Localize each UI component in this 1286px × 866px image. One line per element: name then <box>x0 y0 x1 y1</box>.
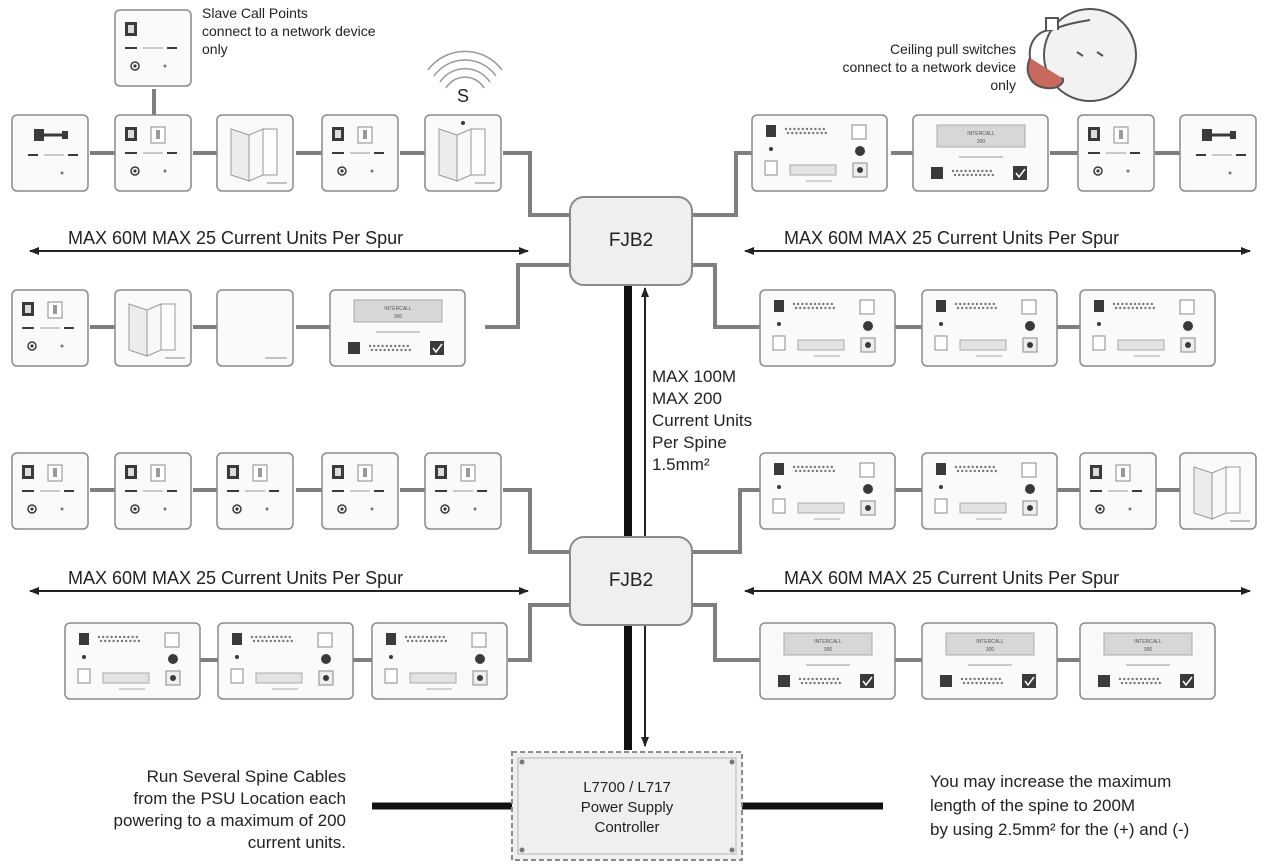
junction-box-label-upper: FJB2 <box>608 230 654 251</box>
display-console-unit: INTERCALL 300 <box>759 622 896 700</box>
cable-spur-low-right <box>692 488 760 554</box>
wireless-signal-icon <box>427 50 503 89</box>
svg-text:300: 300 <box>1144 647 1153 653</box>
spine-limit-line-1: MAX 100M <box>652 367 737 386</box>
spine-limit-line-4: Per Spine <box>652 433 727 452</box>
call-point-unit <box>1079 452 1157 530</box>
overdoor-light-unit <box>216 114 294 192</box>
call-point-unit <box>321 114 399 192</box>
spine-limit-line-5: 1.5mm² <box>652 455 710 474</box>
display-console-unit: INTERCALL 300 <box>1079 622 1216 700</box>
left-note-line-4: current units. <box>247 833 346 852</box>
ceiling-pull-switch-icon <box>1026 8 1137 102</box>
spur-limit-label-top-left: MAX 60M MAX 25 Current Units Per Spur <box>68 228 404 248</box>
wireless-overdoor-light-unit <box>424 114 502 192</box>
junction-box-lower <box>569 536 693 626</box>
slave-call-points-note: Slave Call Points connect to a network d… <box>202 4 376 58</box>
spine-limit-label: MAX 100M MAX 200 Current Units Per Spine… <box>652 366 752 476</box>
pull-cord-unit <box>11 114 89 192</box>
slave-call-point-unit <box>114 9 192 87</box>
spine-cables <box>372 285 883 810</box>
cable-spur-top-right <box>692 151 752 217</box>
overdoor-light-unit <box>114 289 192 367</box>
ceiling-note-line-2: connect to a network device <box>842 59 1016 75</box>
spur-limit-label-bottom-right: MAX 60M MAX 25 Current Units Per Spur <box>784 568 1120 588</box>
power-supply-box <box>511 751 743 861</box>
svg-text:300: 300 <box>824 647 833 653</box>
right-note-line-3: by using 2.5mm² for the (+) and (-) <box>930 820 1190 839</box>
call-point-unit <box>114 452 192 530</box>
wireless-mark: S <box>457 86 470 106</box>
call-point-unit <box>424 452 502 530</box>
psu-line-2: Power Supply <box>580 799 674 816</box>
bed-unit-unit <box>217 622 354 700</box>
bed-unit-unit <box>751 114 888 192</box>
staff-console-unit: INTERCALL 300 <box>329 289 466 367</box>
left-note-line-1: Run Several Spine Cables <box>146 767 346 786</box>
slave-note-line-3: only <box>202 41 228 57</box>
left-spine-note: Run Several Spine Cables from the PSU Lo… <box>114 766 346 854</box>
blank-plate-unit <box>216 289 294 367</box>
bed-unit-unit <box>759 452 896 530</box>
svg-text:300: 300 <box>986 647 995 653</box>
overdoor-light-unit <box>1179 452 1257 530</box>
left-note-line-2: from the PSU Location each <box>133 789 346 808</box>
cables <box>90 89 1180 662</box>
left-note-line-3: powering to a maximum of 200 <box>113 811 346 830</box>
junction-box-label-lower: FJB2 <box>608 570 654 591</box>
svg-text:INTERCALL: INTERCALL <box>1134 639 1162 645</box>
spur-limit-label-top-right: MAX 60M MAX 25 Current Units Per Spur <box>784 228 1120 248</box>
bed-unit-unit <box>921 452 1058 530</box>
svg-text:INTERCALL: INTERCALL <box>814 639 842 645</box>
call-point-unit <box>321 452 399 530</box>
junction-box-upper <box>569 196 693 286</box>
right-note-line-2: length of the spine to 200M <box>930 796 1136 815</box>
cable-spur-mid-right <box>692 263 760 329</box>
svg-text:INTERCALL: INTERCALL <box>976 639 1004 645</box>
svg-text:300: 300 <box>394 314 403 320</box>
ceiling-note-line-3: only <box>990 77 1016 93</box>
slave-note-line-2: connect to a network device <box>202 23 376 39</box>
bed-unit-unit <box>921 289 1058 367</box>
svg-text:300: 300 <box>977 139 986 145</box>
psu-line-3: Controller <box>594 819 660 836</box>
spur-limit-label-bottom-left: MAX 60M MAX 25 Current Units Per Spur <box>68 568 404 588</box>
call-point-unit <box>11 289 89 367</box>
devices: INTERCALL300INTERCALL300INTERCALL300INTE… <box>11 9 1257 700</box>
pull-cord-unit <box>1179 114 1257 192</box>
bed-unit-unit <box>371 622 508 700</box>
bed-unit-unit <box>64 622 201 700</box>
call-point-unit <box>216 452 294 530</box>
display-console-unit: INTERCALL 300 <box>921 622 1058 700</box>
ceiling-pull-note: Ceiling pull switches connect to a netwo… <box>842 40 1016 94</box>
right-note-line-1: You may increase the maximum <box>930 772 1172 791</box>
cable-spur-bottom-right <box>692 603 760 662</box>
bed-unit-unit <box>1079 289 1216 367</box>
svg-text:INTERCALL: INTERCALL <box>967 131 995 137</box>
spine-limit-line-3: Current Units <box>652 411 753 430</box>
psu-line-1: L7700 / L717 <box>583 779 671 796</box>
bed-unit-unit <box>759 289 896 367</box>
svg-text:INTERCALL: INTERCALL <box>384 306 412 312</box>
call-point-unit <box>1077 114 1155 192</box>
call-point-unit <box>114 114 192 192</box>
dimension-arrows <box>29 247 1251 747</box>
spine-limit-line-2: MAX 200 <box>652 389 722 408</box>
call-point-unit <box>11 452 89 530</box>
slave-note-line-1: Slave Call Points <box>202 5 308 21</box>
psu-label: L7700 / L717 Power Supply Controller <box>512 778 742 838</box>
staff-console-unit: INTERCALL 300 <box>912 114 1049 192</box>
right-spine-note: You may increase the maximum length of t… <box>930 770 1189 842</box>
ceiling-note-line-1: Ceiling pull switches <box>889 41 1016 57</box>
